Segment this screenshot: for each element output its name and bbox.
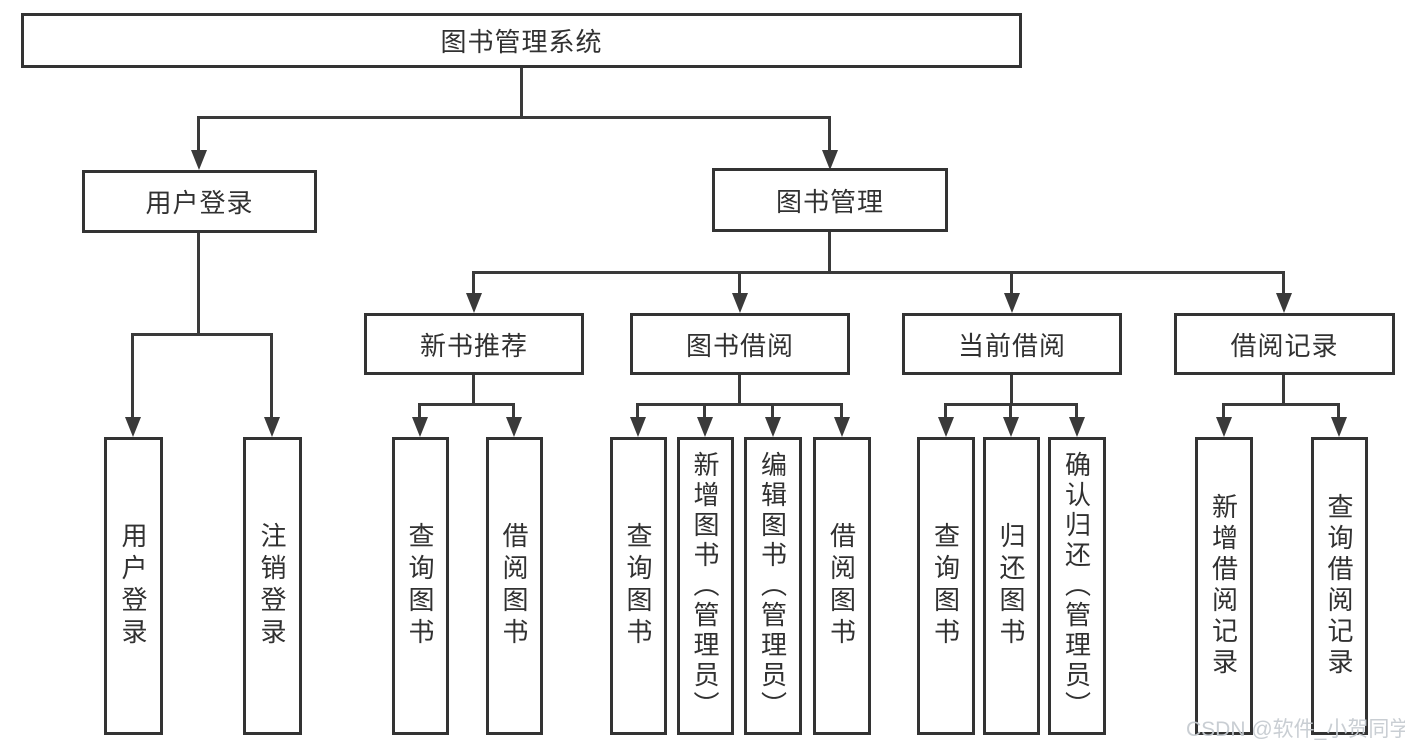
node-book-management: 图书管理 <box>712 168 948 232</box>
leaf-borrow-books: 借阅图书 <box>813 437 871 735</box>
connector-line <box>840 403 843 419</box>
connector-line <box>197 116 831 119</box>
arrow-down-icon <box>1276 293 1292 313</box>
connector-line <box>738 375 741 405</box>
leaf-query-books-recommend: 查询图书 <box>392 437 449 735</box>
csdn-watermark: CSDN @软件_小贺同学 <box>1186 718 1405 741</box>
arrow-down-icon <box>412 417 428 437</box>
connector-line <box>1010 375 1013 405</box>
arrow-down-icon <box>1069 417 1085 437</box>
connector-line <box>1075 403 1078 419</box>
node-current-borrow: 当前借阅 <box>902 313 1122 375</box>
arrow-down-icon <box>697 417 713 437</box>
connector-line <box>636 403 639 419</box>
connector-line <box>1010 271 1013 295</box>
arrow-down-icon <box>834 417 850 437</box>
node-user-login: 用户登录 <box>82 170 317 233</box>
node-new-book-recommend: 新书推荐 <box>364 313 584 375</box>
connector-line <box>944 403 947 419</box>
arrow-down-icon <box>1216 417 1232 437</box>
connector-line <box>520 68 523 118</box>
leaf-return-books: 归还图书 <box>983 437 1040 735</box>
connector-line <box>131 333 134 419</box>
connector-line <box>197 233 200 335</box>
arrow-down-icon <box>822 150 838 170</box>
connector-line <box>703 403 706 419</box>
connector-line <box>1222 403 1340 406</box>
arrow-down-icon <box>1331 417 1347 437</box>
arrow-down-icon <box>938 417 954 437</box>
connector-line <box>1337 403 1340 419</box>
connector-line <box>828 232 831 273</box>
node-borrow-records: 借阅记录 <box>1174 313 1395 375</box>
connector-line <box>512 403 515 419</box>
leaf-add-borrow-record: 新增借阅记录 <box>1195 437 1253 735</box>
connector-line <box>1222 403 1225 419</box>
arrow-down-icon <box>1003 417 1019 437</box>
arrow-down-icon <box>264 417 280 437</box>
connector-line <box>270 333 273 419</box>
connector-line <box>1282 271 1285 295</box>
leaf-borrow-books-recommend: 借阅图书 <box>486 437 543 735</box>
connector-line <box>418 403 421 419</box>
leaf-user-login: 用户登录 <box>104 437 163 735</box>
connector-line <box>771 403 774 419</box>
leaf-confirm-return-admin: 确认归还（管理员） <box>1048 437 1106 735</box>
arrow-down-icon <box>765 417 781 437</box>
arrow-down-icon <box>466 293 482 313</box>
leaf-query-books-current: 查询图书 <box>917 437 975 735</box>
connector-line <box>418 403 515 406</box>
node-root: 图书管理系统 <box>21 13 1022 68</box>
arrow-down-icon <box>506 417 522 437</box>
node-book-borrow: 图书借阅 <box>630 313 850 375</box>
leaf-edit-books-admin: 编辑图书（管理员） <box>744 437 802 735</box>
arrow-down-icon <box>1004 293 1020 313</box>
connector-line <box>1282 375 1285 405</box>
connector-line <box>472 271 1285 274</box>
connector-line <box>636 403 843 406</box>
arrow-down-icon <box>630 417 646 437</box>
connector-line <box>197 116 200 152</box>
connector-line <box>828 116 831 152</box>
connector-line <box>472 375 475 405</box>
arrow-down-icon <box>732 293 748 313</box>
leaf-query-borrow-record: 查询借阅记录 <box>1311 437 1368 735</box>
connector-line <box>738 271 741 295</box>
leaf-logout: 注销登录 <box>243 437 302 735</box>
arrow-down-icon <box>125 417 141 437</box>
connector-line <box>131 333 273 336</box>
leaf-query-books-borrow: 查询图书 <box>610 437 667 735</box>
connector-line <box>472 271 475 295</box>
arrow-down-icon <box>191 150 207 170</box>
connector-line <box>1009 403 1012 419</box>
leaf-add-books-admin: 新增图书（管理员） <box>677 437 734 735</box>
